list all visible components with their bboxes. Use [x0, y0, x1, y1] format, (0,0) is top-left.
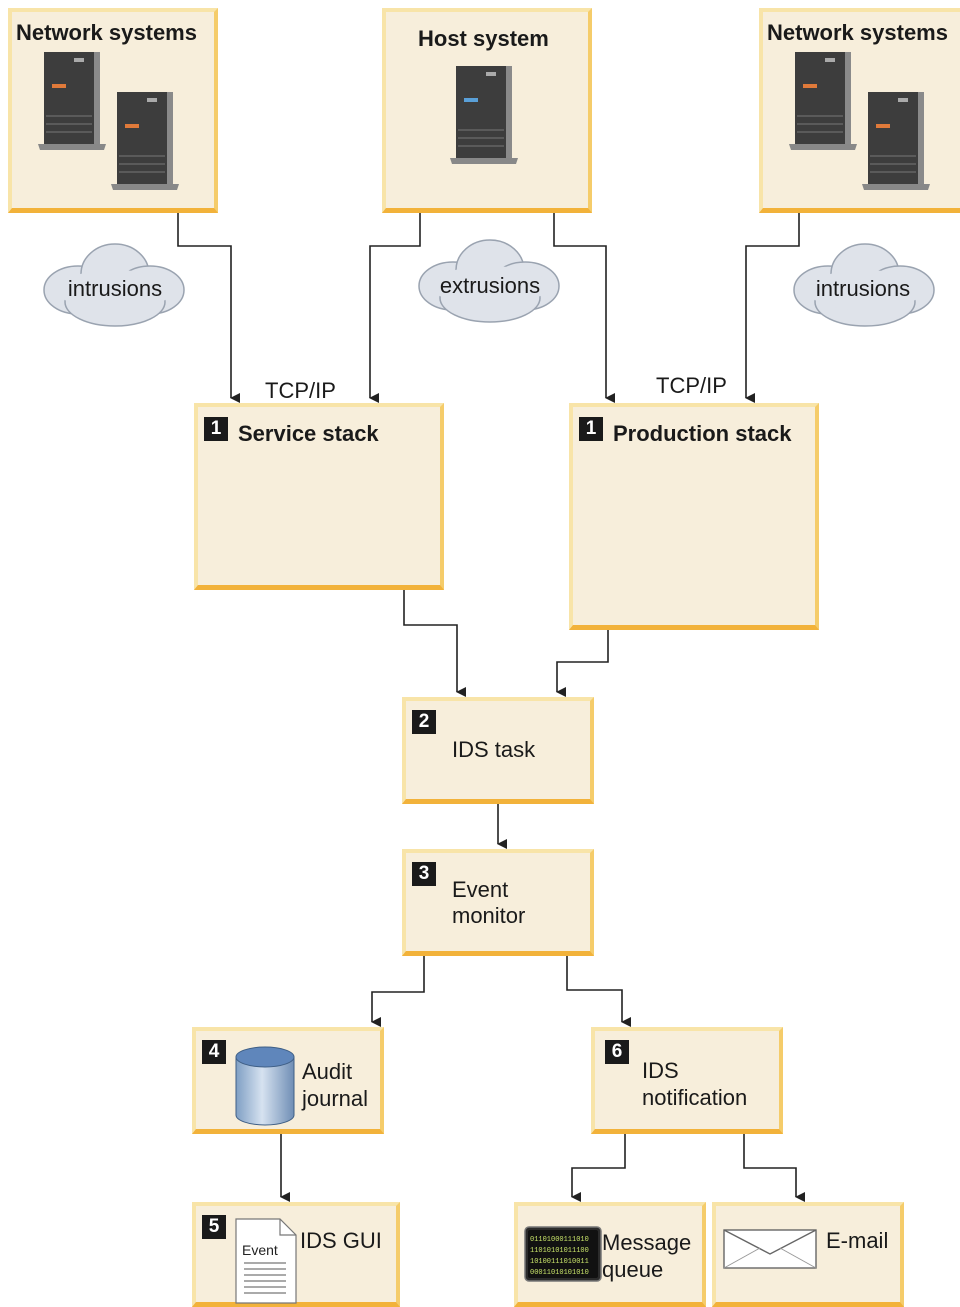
binary-display-icon: 01101000111010 11010101011100 1010011101… — [524, 1226, 602, 1282]
email-box: E-mail — [712, 1202, 904, 1307]
email-label: E-mail — [826, 1228, 889, 1253]
service-stack-title: Service stack — [238, 421, 379, 446]
ids-notification-label-line1: IDS — [642, 1058, 679, 1083]
audit-journal-box: 4 Audit journal — [192, 1027, 384, 1134]
host-system-box: Host system — [382, 8, 592, 213]
edge-network-right-to-production — [745, 211, 800, 403]
binary-line: 11010101011100 — [530, 1247, 589, 1255]
cloud-label-extrusions: extrusions — [439, 273, 541, 298]
cloud-label-intrusions-left: intrusions — [67, 276, 163, 301]
network-systems-right-title: Network systems — [767, 20, 948, 45]
event-monitor-label-line1: Event — [452, 877, 509, 902]
server-icon — [450, 66, 518, 164]
server-icon — [111, 92, 179, 190]
binary-line: 01101000111010 — [530, 1236, 589, 1244]
edge-event-monitor-to-notification — [566, 954, 631, 1027]
step-badge: 3 — [412, 862, 436, 886]
cloud-icon — [418, 239, 560, 323]
document-icon: Event — [235, 1218, 297, 1304]
host-system-title: Host system — [418, 26, 549, 51]
ids-task-box: 2 IDS task — [402, 697, 594, 804]
step-badge: 2 — [412, 710, 436, 734]
production-stack-title: Production stack — [613, 421, 792, 446]
server-icon — [789, 52, 857, 150]
audit-journal-label-line2: journal — [302, 1086, 369, 1111]
cloud-label-intrusions-right: intrusions — [815, 276, 911, 301]
ids-task-label: IDS task — [452, 737, 536, 762]
ids-notification-box: 6 IDS notification — [591, 1027, 783, 1134]
cloud-icon — [43, 243, 185, 327]
tcpip-label-right: TCP/IP — [656, 373, 727, 398]
cloud-icon — [793, 243, 935, 327]
network-systems-left-box: Network systems — [8, 8, 218, 213]
edge-notification-to-queue — [571, 1132, 626, 1202]
envelope-icon — [723, 1229, 817, 1269]
binary-line: 10100111010011 — [530, 1258, 589, 1266]
ids-gui-box: 5 Event IDS GUI — [192, 1202, 400, 1307]
step-badge: 4 — [202, 1040, 226, 1064]
network-systems-left-title: Network systems — [16, 20, 197, 45]
binary-line: 00011010101010 — [530, 1269, 589, 1277]
ids-gui-label: IDS GUI — [300, 1228, 382, 1253]
message-queue-label-line2: queue — [602, 1257, 664, 1282]
step-badge: 1 — [579, 417, 603, 441]
production-stack-box: 1 Production stack — [569, 403, 819, 630]
event-monitor-label-line2: monitor — [452, 903, 526, 928]
event-monitor-box: 3 Event monitor — [402, 849, 594, 956]
service-stack-box: 1 Service stack — [194, 403, 444, 590]
step-badge: 5 — [202, 1215, 226, 1239]
step-badge: 1 — [204, 417, 228, 441]
audit-journal-label-line1: Audit — [302, 1059, 353, 1084]
edge-service-to-ids-task — [403, 588, 466, 697]
document-icon-text: Event — [242, 1242, 278, 1258]
message-queue-label-line1: Message — [602, 1230, 692, 1255]
database-icon — [235, 1046, 295, 1126]
edge-event-monitor-to-audit — [371, 954, 425, 1027]
edge-notification-to-email — [743, 1132, 805, 1202]
ids-notification-label-line2: notification — [642, 1085, 748, 1110]
message-queue-box: 01101000111010 11010101011100 1010011101… — [514, 1202, 706, 1307]
network-systems-right-box: Network systems — [759, 8, 960, 213]
step-badge: 6 — [605, 1040, 629, 1064]
server-icon — [862, 92, 930, 190]
server-icon — [38, 52, 106, 150]
edge-host-to-service — [369, 211, 421, 403]
edge-host-to-production — [553, 211, 615, 403]
edge-network-left-to-service — [177, 211, 240, 403]
tcpip-label-left: TCP/IP — [265, 378, 336, 403]
edge-production-to-ids-task — [556, 628, 609, 697]
